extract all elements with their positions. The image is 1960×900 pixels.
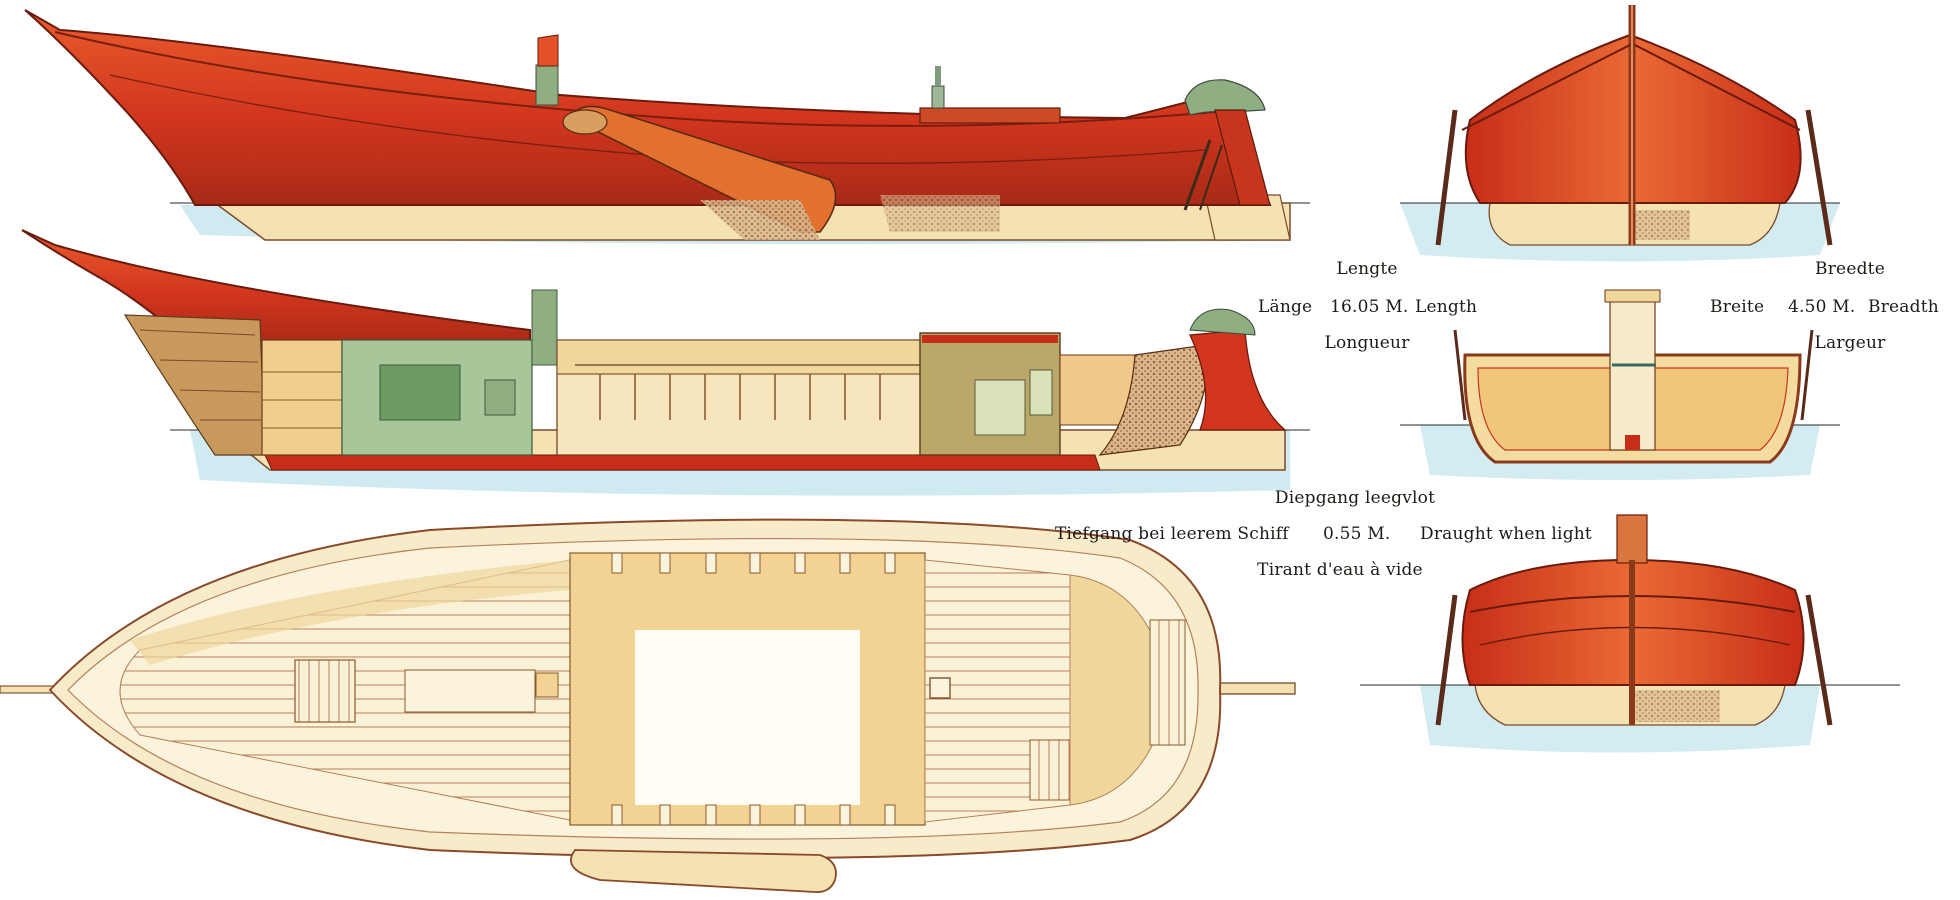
draught-label-english: Draught when light	[1420, 524, 1592, 544]
length-value: 16.05 M.	[1330, 297, 1409, 317]
breadth-value: 4.50 M.	[1788, 297, 1856, 317]
longitudinal-section-view	[21, 229, 1287, 471]
draught-value: 0.55 M.	[1323, 524, 1391, 544]
bow-end-view	[1435, 5, 1833, 246]
draught-label-dutch: Diepgang leegvlot	[1274, 488, 1436, 508]
breadth-label-french: Largeur	[1814, 333, 1886, 353]
breadth-label-dutch: Breedte	[1815, 259, 1885, 279]
draught-label-german: Tiefgang bei leerem Schiff	[1055, 524, 1289, 544]
deck-plan-view	[0, 518, 1296, 893]
length-label-french: Longueur	[1324, 333, 1410, 353]
length-label-dutch: Lengte	[1336, 259, 1398, 279]
stern-end-view	[1435, 514, 1833, 726]
side-profile-view	[24, 9, 1291, 241]
breadth-label-german: Breite	[1710, 297, 1765, 317]
draught-label-french: Tirant d'eau à vide	[1257, 560, 1423, 580]
length-label-german: Länge	[1258, 297, 1313, 317]
breadth-label-english: Breadth	[1868, 297, 1939, 317]
length-label-english: Length	[1415, 297, 1478, 317]
midship-cross-section	[1453, 289, 1814, 464]
